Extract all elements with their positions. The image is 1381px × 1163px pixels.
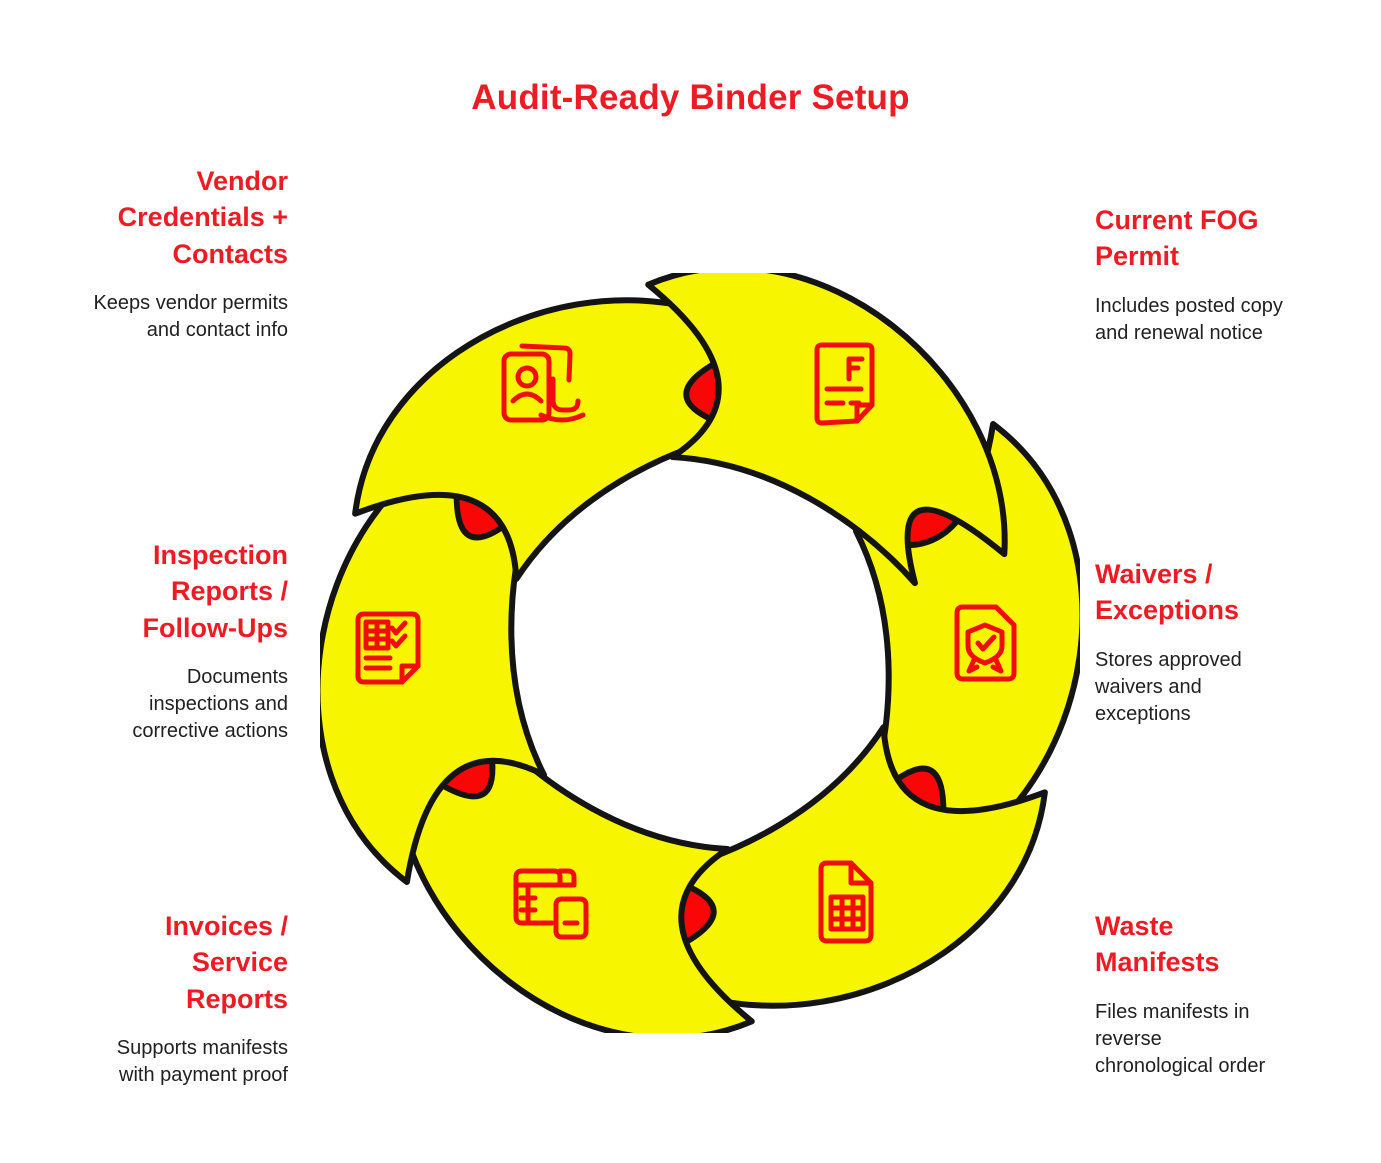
node-label-invoices-service-reports: Invoices / Service Reports Supports mani… (88, 908, 288, 1089)
permit-document-icon (814, 342, 875, 426)
node-heading: Invoices / Service Reports (164, 911, 288, 1014)
node-label-inspection-reports: Inspection Reports / Follow-Ups Document… (88, 537, 288, 745)
cycle-diagram (320, 273, 1080, 1033)
node-heading: Waste Manifests (1095, 911, 1220, 978)
checklist-report-icon (355, 611, 421, 685)
node-heading: Current FOG Permit (1095, 205, 1259, 272)
page-title: Audit-Ready Binder Setup (471, 78, 910, 117)
id-card-icon (501, 343, 586, 423)
certificate-document-icon (954, 604, 1017, 682)
node-label-vendor-credentials: Vendor Credentials + Contacts Keeps vend… (88, 163, 288, 344)
node-description: Stores approved waivers and exceptions (1095, 648, 1242, 725)
node-description: Keeps vendor permits and contact info (93, 292, 288, 342)
node-heading: Vendor Credentials + Contacts (117, 166, 288, 269)
node-description: Supports manifests with payment proof (116, 1037, 288, 1087)
node-description: Documents inspections and corrective act… (132, 666, 288, 743)
node-description: Files manifests in reverse chronological… (1095, 1000, 1266, 1077)
node-heading: Inspection Reports / Follow-Ups (142, 540, 288, 643)
spreadsheet-document-icon (818, 860, 874, 944)
node-label-waivers-exceptions: Waivers / Exceptions Stores approved wai… (1095, 556, 1285, 728)
node-description: Includes posted copy and renewal notice (1095, 294, 1283, 344)
invoice-terminal-icon (513, 868, 589, 940)
node-label-waste-manifests: Waste Manifests Files manifests in rever… (1095, 908, 1285, 1080)
node-heading: Waivers / Exceptions (1095, 559, 1240, 626)
node-label-fog-permit: Current FOG Permit Includes posted copy … (1095, 202, 1285, 347)
